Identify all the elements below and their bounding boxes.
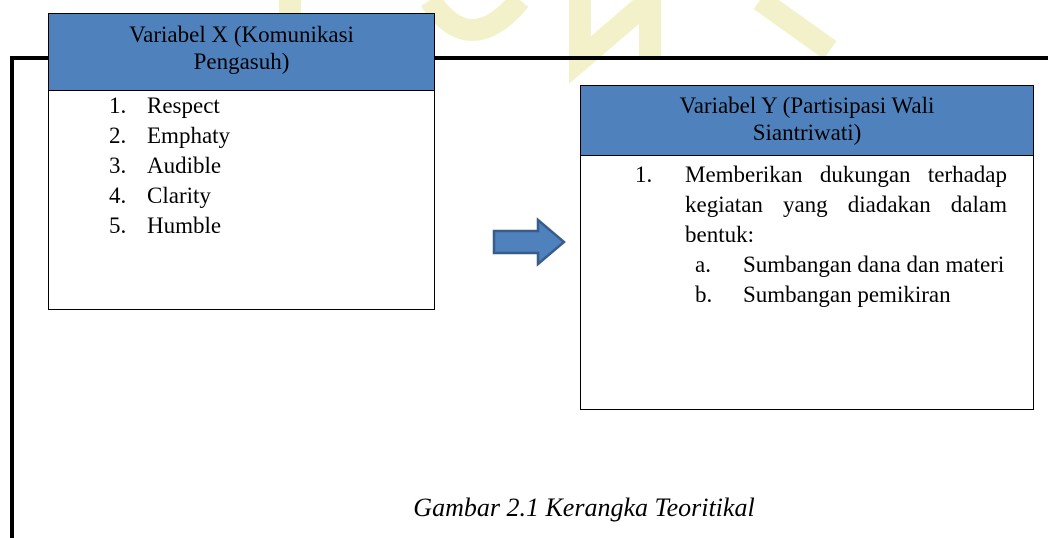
sub-list-item-letter: b. xyxy=(695,282,713,307)
sub-list-item-label: Sumbangan dana dan materi xyxy=(743,252,1005,277)
figure-caption: Gambar 2.1 Kerangka Teoritikal xyxy=(413,493,755,522)
list-item: 1. Respect xyxy=(109,91,434,121)
list-item-label: Memberikan dukungan terhadap kegiatan ya… xyxy=(685,162,1007,247)
list-item-label: Emphaty xyxy=(147,123,231,148)
list-item-number: 3. xyxy=(109,153,127,178)
list-item-number: 5. xyxy=(109,213,127,238)
sub-list-item: b. Sumbangan pemikiran xyxy=(695,280,1009,310)
list-item-label: Audible xyxy=(147,153,222,178)
variable-y-header: Variabel Y (Partisipasi Wali Siantriwati… xyxy=(581,86,1033,156)
frame-top-line xyxy=(10,56,1048,60)
sub-list-item-label: Sumbangan pemikiran xyxy=(743,282,951,307)
frame-left-line xyxy=(10,56,14,538)
variable-x-indicator-list: 1. Respect 2. Emphaty 3. Audible 4. Clar… xyxy=(49,91,434,241)
list-item-label: Clarity xyxy=(147,183,211,208)
list-item: 3. Audible xyxy=(109,151,434,181)
list-item-number: 2. xyxy=(109,123,127,148)
variable-y-indicator-list: 1. Memberikan dukungan terhadap kegiatan… xyxy=(581,156,1033,310)
list-item-number: 1. xyxy=(635,162,653,187)
list-item-label: Humble xyxy=(147,213,222,238)
sub-list-item: a. Sumbangan dana dan materi xyxy=(695,250,1009,280)
list-item-number: 1. xyxy=(109,93,127,118)
list-item: 4. Clarity xyxy=(109,181,434,211)
variable-x-header: Variabel X (Komunikasi Pengasuh) xyxy=(49,14,434,91)
right-arrow-icon xyxy=(492,217,566,267)
list-item: 1. Memberikan dukungan terhadap kegiatan… xyxy=(635,160,1023,310)
variable-x-title-line2: Pengasuh) xyxy=(193,49,290,74)
variable-y-title-line1: Variabel Y (Partisipasi Wali xyxy=(679,93,935,118)
variable-x-title-line1: Variabel X (Komunikasi xyxy=(129,22,354,47)
variable-y-box: Variabel Y (Partisipasi Wali Siantriwati… xyxy=(580,85,1034,410)
variable-x-box: Variabel X (Komunikasi Pengasuh) 1. Resp… xyxy=(48,13,435,310)
list-item: 2. Emphaty xyxy=(109,121,434,151)
list-item-label: Respect xyxy=(147,93,220,118)
variable-y-title-line2: Siantriwati) xyxy=(752,120,862,145)
list-item: 5. Humble xyxy=(109,211,434,241)
sub-list-item-letter: a. xyxy=(695,252,711,277)
list-item-number: 4. xyxy=(109,183,127,208)
